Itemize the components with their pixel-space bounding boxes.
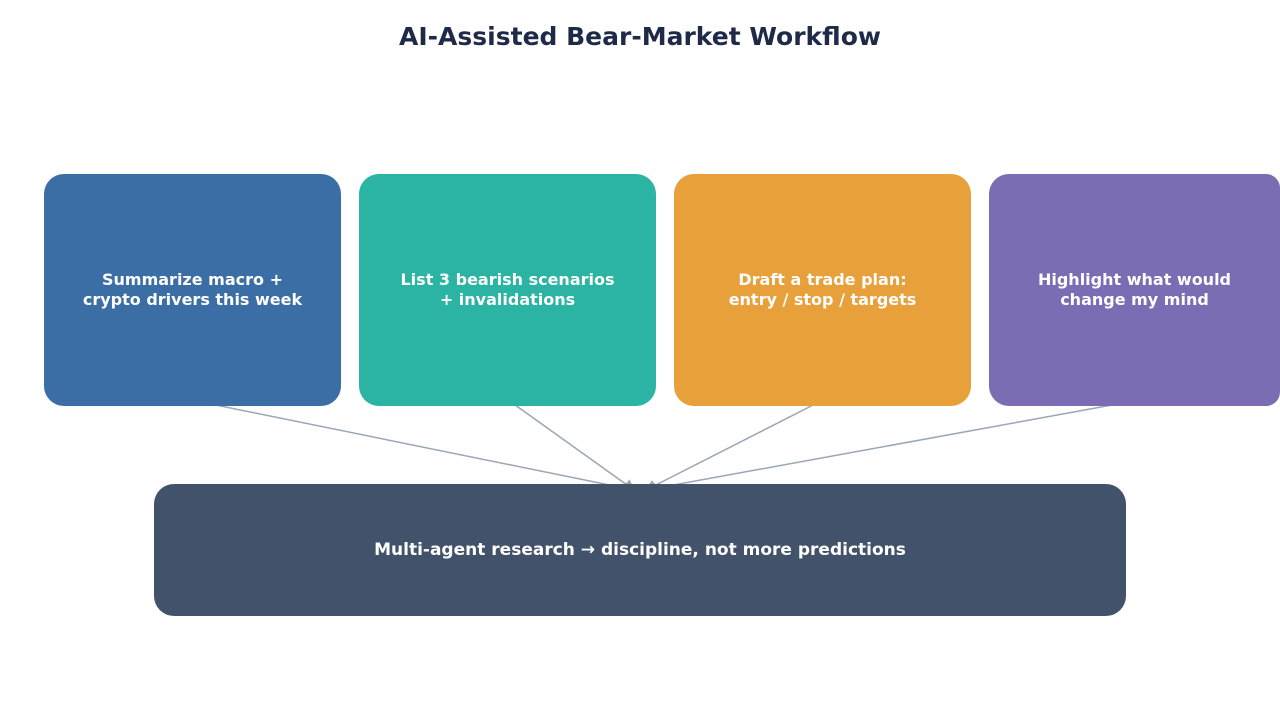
step-label: Highlight what would change my mind — [1037, 270, 1232, 309]
step-label: Summarize macro + crypto drivers this we… — [82, 270, 303, 309]
diagram-title: AI-Assisted Bear-Market Workflow — [399, 22, 881, 51]
step-box-scenarios: List 3 bearish scenarios + invalidations — [359, 174, 656, 406]
step-box-summarize: Summarize macro + crypto drivers this we… — [44, 174, 341, 406]
step-box-trade-plan: Draft a trade plan: entry / stop / targe… — [674, 174, 971, 406]
result-box: Multi-agent research → discipline, not m… — [154, 484, 1126, 616]
connector-arrow-4 — [644, 400, 1135, 495]
connector-arrow-3 — [644, 401, 820, 491]
step-label: List 3 bearish scenarios + invalidations — [400, 270, 615, 309]
result-label: Multi-agent research → discipline, not m… — [374, 540, 906, 560]
step-label: Draft a trade plan: entry / stop / targe… — [728, 270, 917, 309]
connector-arrow-2 — [510, 401, 636, 492]
connector-arrow-1 — [195, 400, 636, 494]
step-box-change-mind: Highlight what would change my mind — [989, 174, 1280, 406]
